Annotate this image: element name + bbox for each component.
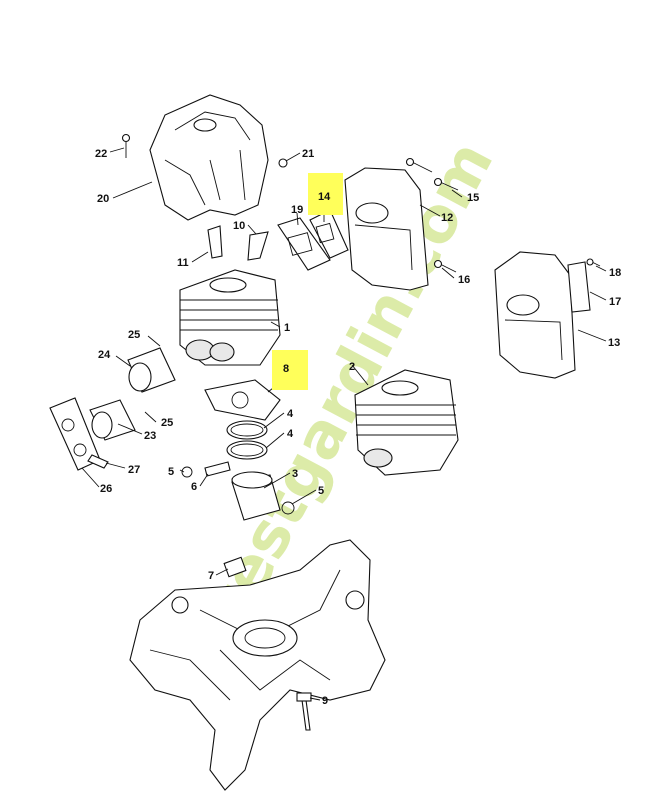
callout-labels: 22 21 20 14 15 19 12 10 11 16 18 17 1 25…	[95, 148, 621, 707]
callout-18: 18	[609, 267, 621, 279]
screws-drawing	[121, 133, 601, 273]
callout-16: 16	[458, 274, 470, 286]
highlight-box-14	[308, 173, 343, 215]
muffler-13-drawing	[494, 251, 591, 379]
callout-26: 26	[100, 483, 112, 495]
callout-6: 6	[191, 481, 197, 493]
callout-22: 22	[95, 148, 107, 160]
cylinder-1-drawing	[179, 269, 281, 366]
callout-10: 10	[233, 220, 245, 232]
callout-2: 2	[349, 361, 355, 373]
callout-7: 7	[208, 570, 214, 582]
intake-parts-drawing	[49, 347, 176, 471]
callout-3: 3	[292, 468, 298, 480]
callout-27: 27	[128, 464, 140, 476]
leader-lines	[81, 147, 607, 701]
callout-24: 24	[98, 349, 111, 361]
callout-23: 23	[144, 430, 156, 442]
small-parts-drawing	[223, 556, 312, 731]
top-cover-drawing	[149, 94, 269, 221]
callout-4-lower: 4	[287, 428, 294, 440]
callout-5-right: 5	[318, 485, 324, 497]
callout-4-upper: 4	[287, 408, 294, 420]
callout-11: 11	[177, 257, 189, 269]
callout-17: 17	[609, 296, 621, 308]
gaskets-drawing	[277, 209, 349, 271]
callout-20: 20	[97, 193, 109, 205]
crankcase-drawing	[129, 539, 386, 791]
callout-5-left: 5	[168, 466, 174, 478]
callout-25-lower: 25	[161, 417, 173, 429]
callout-12: 12	[441, 212, 453, 224]
callout-19: 19	[291, 204, 303, 216]
base-gasket-drawing	[204, 379, 281, 421]
spark-plugs-drawing	[207, 225, 269, 261]
muffler-12-drawing	[344, 167, 429, 291]
callout-15: 15	[467, 192, 479, 204]
cylinder-2-drawing	[354, 369, 459, 476]
callout-1: 1	[284, 322, 290, 334]
highlight-box-8	[272, 350, 308, 390]
piston-group-drawing	[181, 420, 295, 521]
callout-25-upper: 25	[128, 329, 140, 341]
callout-21: 21	[302, 148, 314, 160]
callout-9: 9	[322, 695, 328, 707]
callout-8: 8	[283, 363, 289, 375]
callout-13: 13	[608, 337, 620, 349]
callout-14: 14	[318, 191, 331, 203]
